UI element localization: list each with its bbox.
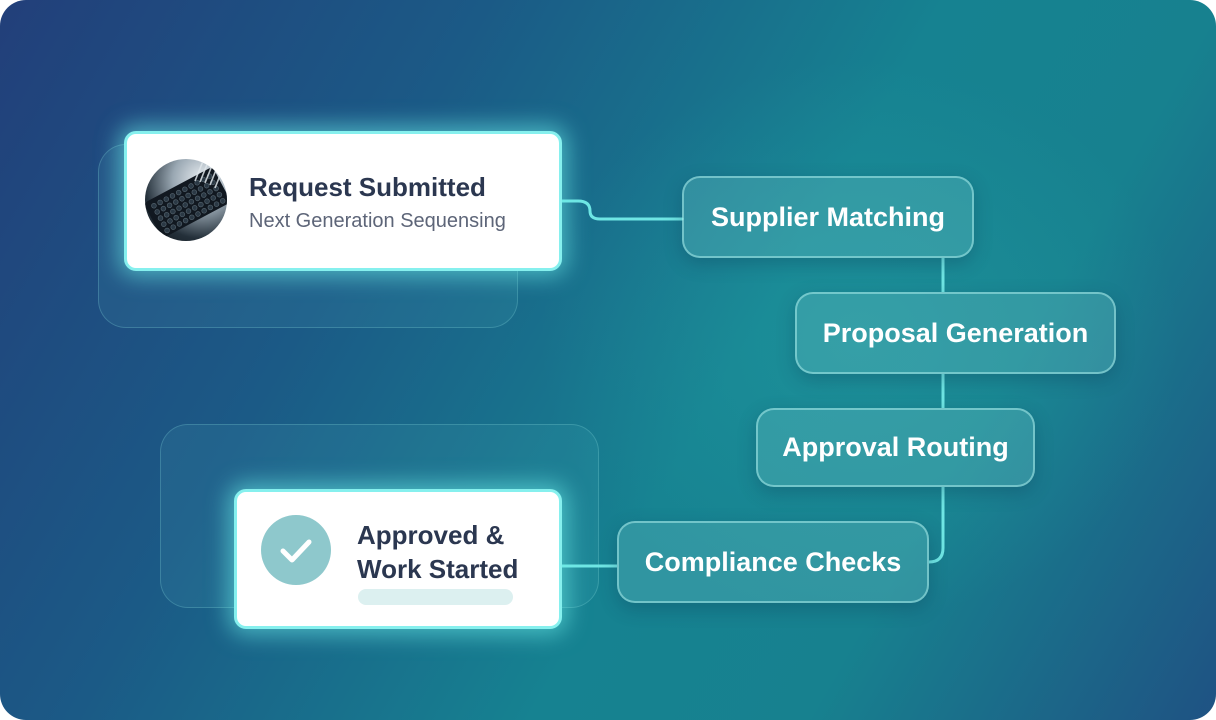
approved-title-line-1: Approved &	[357, 520, 505, 550]
request-title: Request Submitted	[249, 172, 486, 202]
request-submitted-card[interactable]: Request Submitted Next Generation Sequen…	[124, 131, 562, 271]
connector-approval-to-compliance	[928, 487, 945, 564]
approved-title: Approved & Work Started	[357, 518, 547, 586]
step-proposal-generation[interactable]: Proposal Generation	[795, 292, 1116, 374]
step-supplier-matching[interactable]: Supplier Matching	[682, 176, 974, 258]
step-compliance-checks[interactable]: Compliance Checks	[617, 521, 929, 603]
background-glow	[540, 60, 1180, 620]
checkmark-icon	[261, 515, 331, 585]
approved-title-line-2: Work Started	[357, 554, 519, 584]
sequencing-plate-image	[145, 159, 227, 241]
connector-request-to-supplier	[560, 199, 684, 221]
request-subtitle: Next Generation Sequensing	[249, 210, 506, 232]
progress-placeholder-bar	[358, 589, 513, 605]
step-approval-routing[interactable]: Approval Routing	[756, 408, 1035, 487]
approved-work-started-card[interactable]: Approved & Work Started	[234, 489, 562, 629]
